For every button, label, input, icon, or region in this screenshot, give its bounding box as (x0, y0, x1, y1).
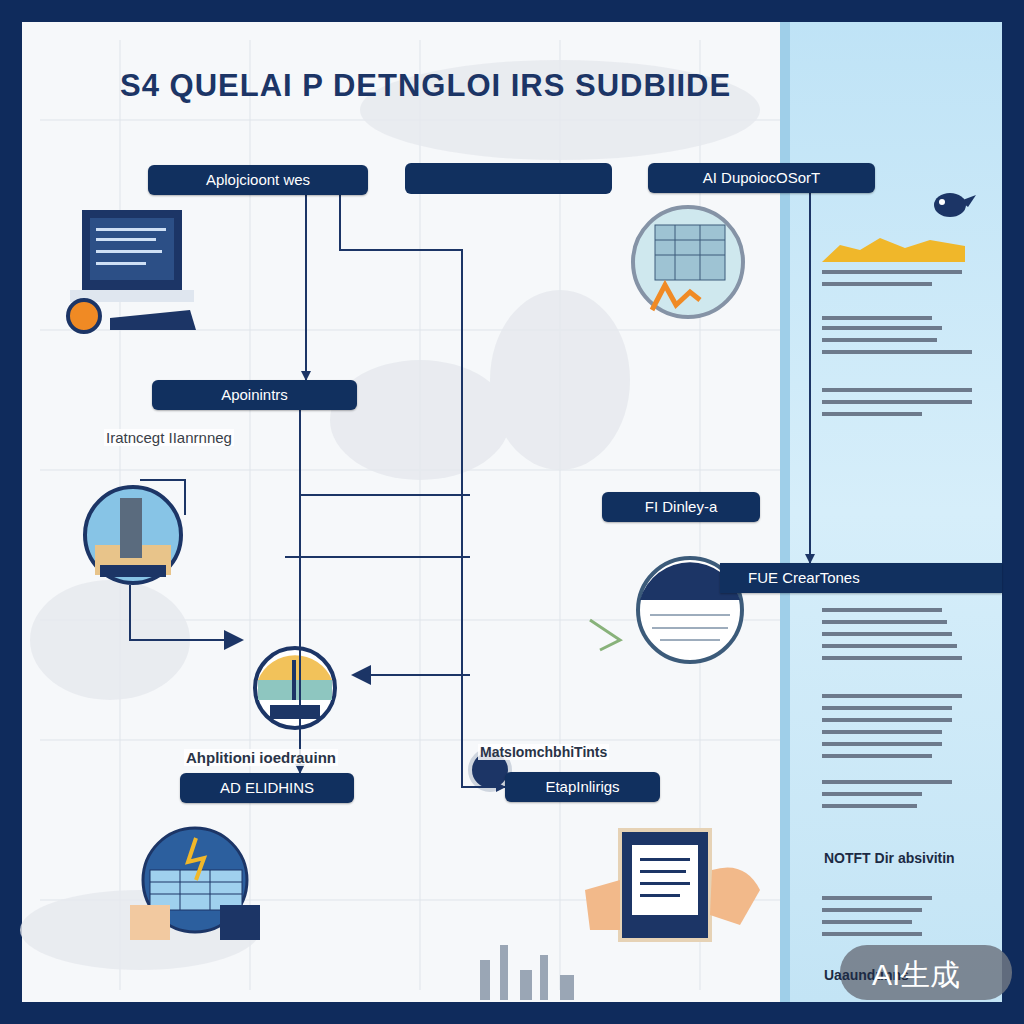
flow-connector (809, 193, 811, 563)
watermark: AI生成 (870, 955, 962, 996)
box-label: AD ELIDHINS (196, 779, 338, 797)
process-box: AI DupoiocOSorT (648, 163, 875, 193)
diagram-title: S4 QUELAI P DETNGLOI IRS SUDBIIDE (120, 68, 731, 104)
process-box: AD ELIDHINS (180, 773, 354, 803)
box-label: AI DupoiocOSorT (664, 169, 859, 187)
flow-connector (299, 410, 301, 773)
flow-connector (340, 195, 505, 787)
process-box: FUE CrearTones (720, 563, 1002, 593)
process-box: Apoinintrs (152, 380, 357, 410)
box-label: Apoinintrs (168, 386, 341, 404)
process-box: FI Dinley-a (602, 492, 760, 522)
note-label: Ahplitioni ioedrauinn (184, 749, 338, 766)
box-label: EtapInlirigs (521, 778, 644, 796)
flow-connector (305, 195, 307, 380)
note-label: NOTFT Dir absivitin (822, 850, 957, 866)
box-label: FI Dinley-a (618, 498, 744, 516)
note-label: MatsIomchbhiTints (478, 744, 609, 760)
box-label: FUE CrearTones (748, 569, 986, 587)
box-label: Aplojcioont wes (164, 171, 352, 189)
note-label: Iratncegt IIanrnneg (104, 429, 234, 446)
process-box: EtapInlirigs (505, 772, 660, 802)
process-box: Aplojcioont wes (148, 165, 368, 195)
